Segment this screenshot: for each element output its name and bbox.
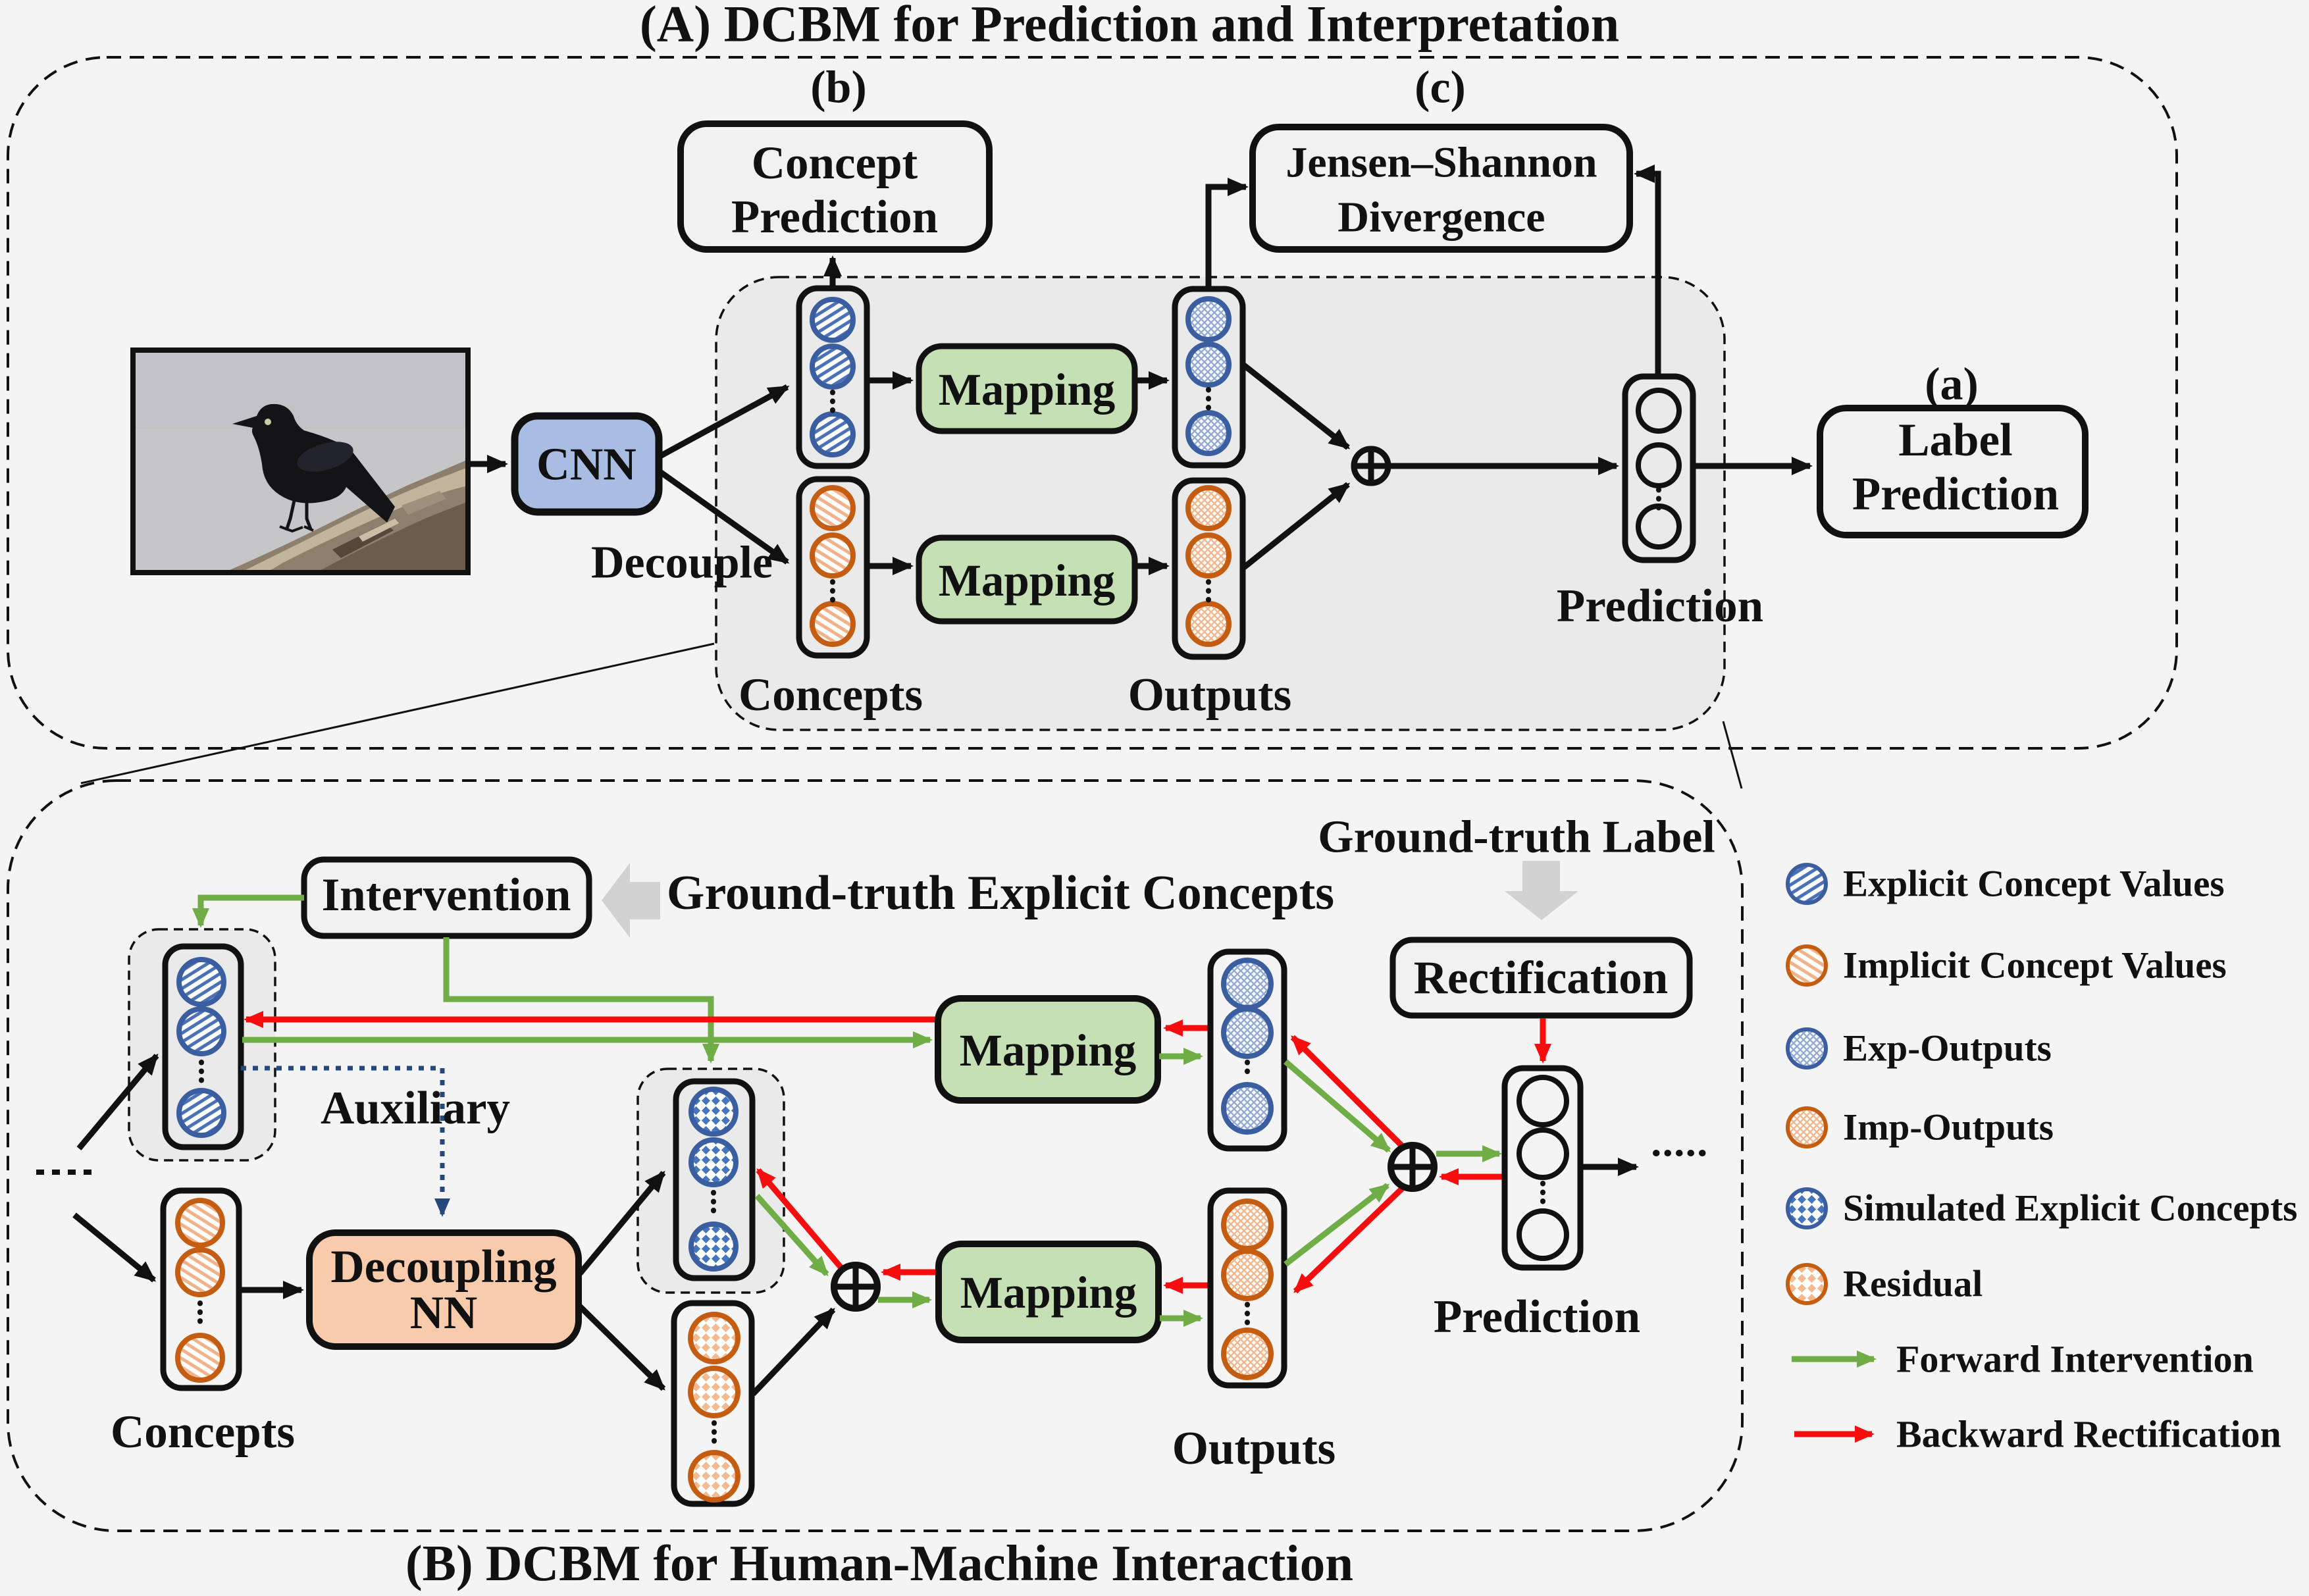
svg-text:Concepts: Concepts — [739, 669, 923, 721]
svg-text:NN: NN — [410, 1287, 478, 1339]
svg-text:Rectification: Rectification — [1414, 952, 1668, 1004]
svg-text:Outputs: Outputs — [1128, 669, 1292, 721]
svg-text:Forward Intervention: Forward Intervention — [1896, 1338, 2254, 1381]
svg-text:Prediction: Prediction — [1852, 469, 2059, 520]
svg-text:Prediction: Prediction — [1557, 580, 1763, 632]
svg-text:Decouple: Decouple — [591, 538, 773, 588]
svg-text:(B) DCBM for Human-Machine Int: (B) DCBM for Human-Machine Interaction — [405, 1535, 1353, 1591]
svg-text:Mapping: Mapping — [960, 1268, 1137, 1318]
svg-text:Implicit Concept Values: Implicit Concept Values — [1843, 945, 2227, 987]
svg-text:Concepts: Concepts — [111, 1406, 295, 1458]
svg-text:Mapping: Mapping — [939, 365, 1115, 415]
svg-text:Mapping: Mapping — [960, 1025, 1136, 1075]
svg-text:Imp-Outputs: Imp-Outputs — [1843, 1107, 2054, 1148]
svg-text:Simulated Explicit Concepts: Simulated Explicit Concepts — [1843, 1188, 2297, 1229]
svg-text:Divergence: Divergence — [1337, 193, 1545, 242]
svg-text:Auxiliary: Auxiliary — [321, 1083, 510, 1134]
svg-text:Outputs: Outputs — [1172, 1423, 1336, 1474]
svg-text:Intervention: Intervention — [322, 869, 571, 921]
svg-text:Exp-Outputs: Exp-Outputs — [1843, 1028, 2052, 1069]
svg-text:(b): (b) — [810, 63, 867, 113]
svg-text:Label: Label — [1898, 415, 2013, 466]
svg-text:Decoupling: Decoupling — [330, 1241, 556, 1293]
svg-text:(c): (c) — [1414, 63, 1466, 113]
svg-text:Prediction: Prediction — [731, 192, 938, 243]
svg-text:(a): (a) — [1925, 359, 1979, 410]
svg-text:CNN: CNN — [536, 440, 636, 490]
svg-text:Ground-truth Explicit Concepts: Ground-truth Explicit Concepts — [667, 866, 1334, 920]
svg-text:(A) DCBM for Prediction and In: (A) DCBM for Prediction and Interpretati… — [640, 0, 1619, 53]
svg-text:Prediction: Prediction — [1434, 1291, 1640, 1343]
svg-text:Backward Rectification: Backward Rectification — [1896, 1413, 2281, 1456]
svg-text:Ground-truth Label: Ground-truth Label — [1318, 812, 1715, 863]
svg-text:Jensen–Shannon: Jensen–Shannon — [1285, 139, 1597, 187]
svg-text:Concept: Concept — [752, 138, 918, 189]
svg-text:Residual: Residual — [1843, 1264, 1983, 1305]
svg-text:Explicit Concept Values: Explicit Concept Values — [1843, 863, 2225, 905]
svg-text:Mapping: Mapping — [939, 555, 1115, 605]
